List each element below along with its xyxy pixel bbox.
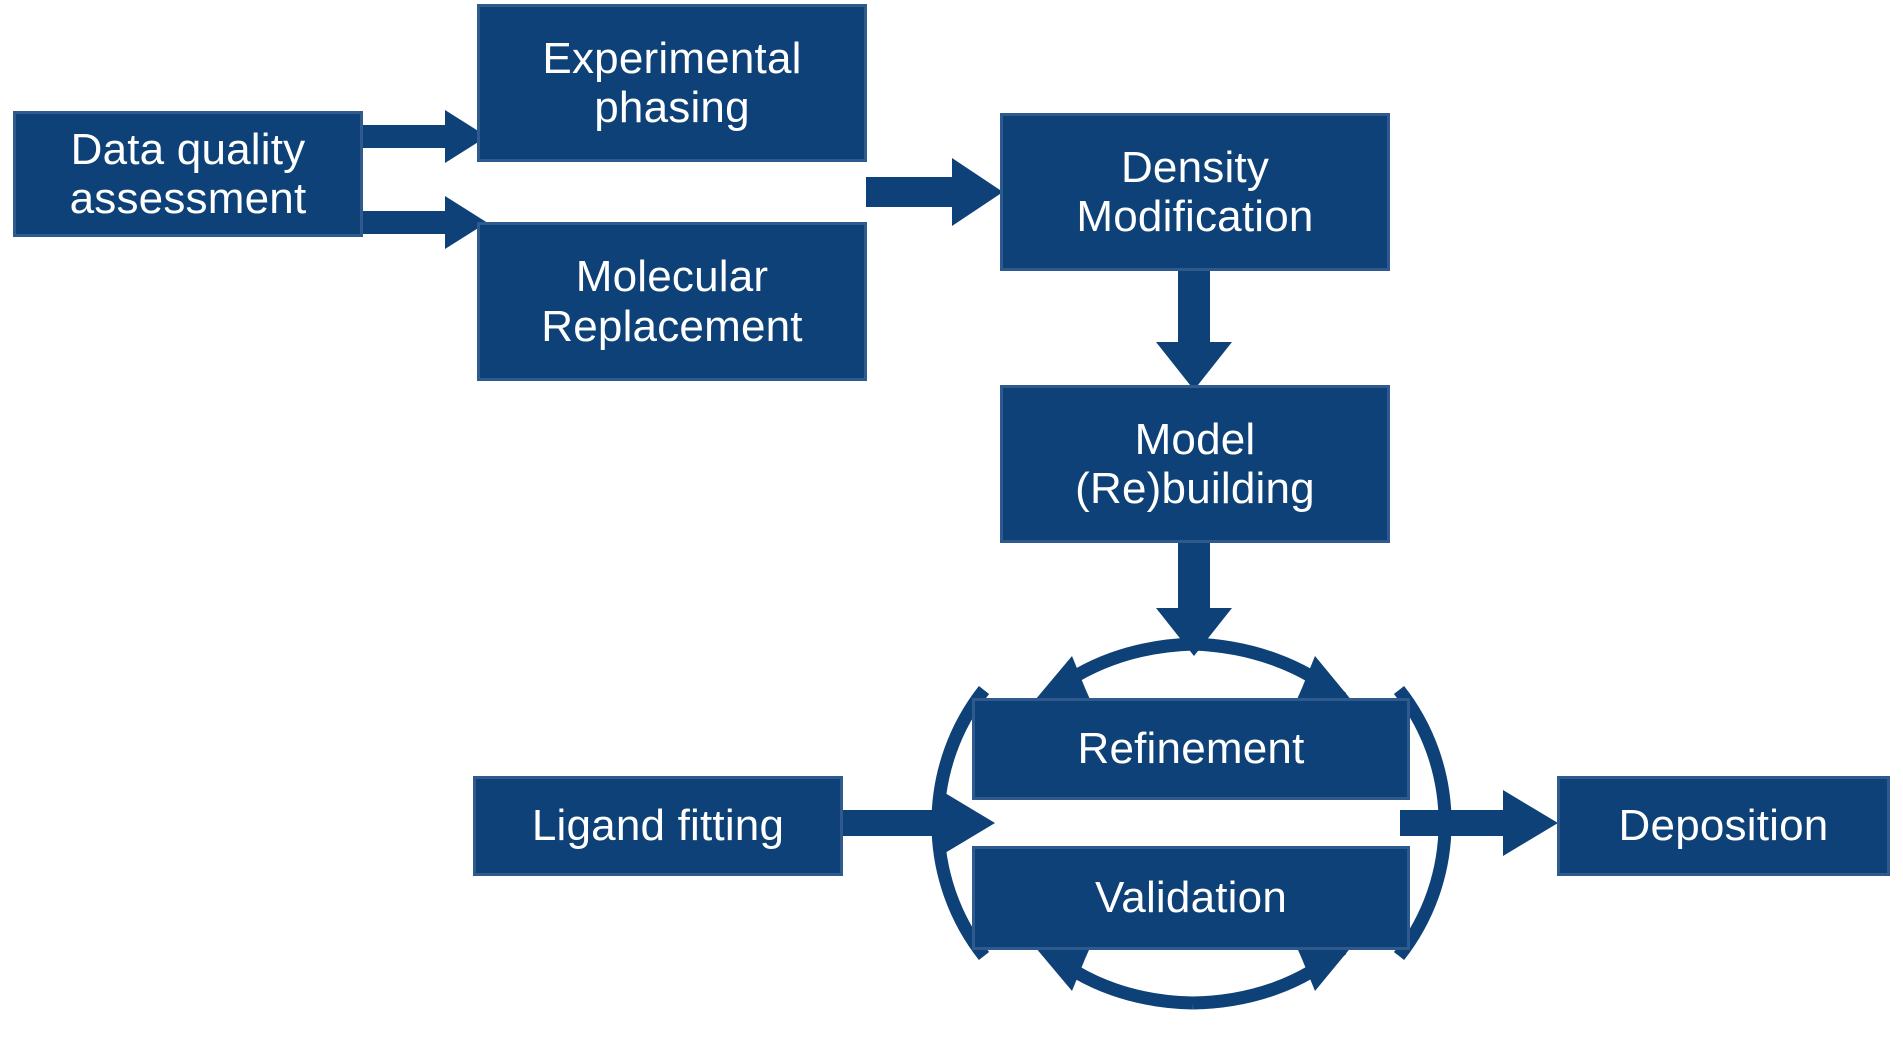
node-refinement[interactable]: Refinement <box>972 698 1410 800</box>
cycle-ring-left-segment <box>931 685 990 961</box>
node-deposition[interactable]: Deposition <box>1557 776 1890 876</box>
arrow-data-quality-to-mol-replacement <box>363 196 487 249</box>
node-density-modification[interactable]: Density Modification <box>1000 113 1390 271</box>
arrow-data-quality-to-exp-phasing <box>363 110 487 163</box>
arrow-model-rebuilding-to-refinement <box>1156 543 1232 656</box>
node-ligand-fitting[interactable]: Ligand fitting <box>473 776 843 876</box>
node-model-rebuilding[interactable]: Model (Re)building <box>1000 385 1390 543</box>
node-molecular-replacement[interactable]: Molecular Replacement <box>477 222 867 381</box>
node-data-quality-assessment[interactable]: Data quality assessment <box>13 111 363 237</box>
node-experimental-phasing[interactable]: Experimental phasing <box>477 4 867 162</box>
cycle-ring-right-segment <box>1393 685 1452 961</box>
node-validation[interactable]: Validation <box>972 846 1410 950</box>
arrow-phasing-to-density-mod <box>866 158 1003 226</box>
arrow-density-mod-to-model-rebuilding <box>1156 271 1232 390</box>
arrow-ligand-fitting-to-refinement <box>843 790 995 856</box>
arrow-validation-to-deposition <box>1400 790 1558 856</box>
